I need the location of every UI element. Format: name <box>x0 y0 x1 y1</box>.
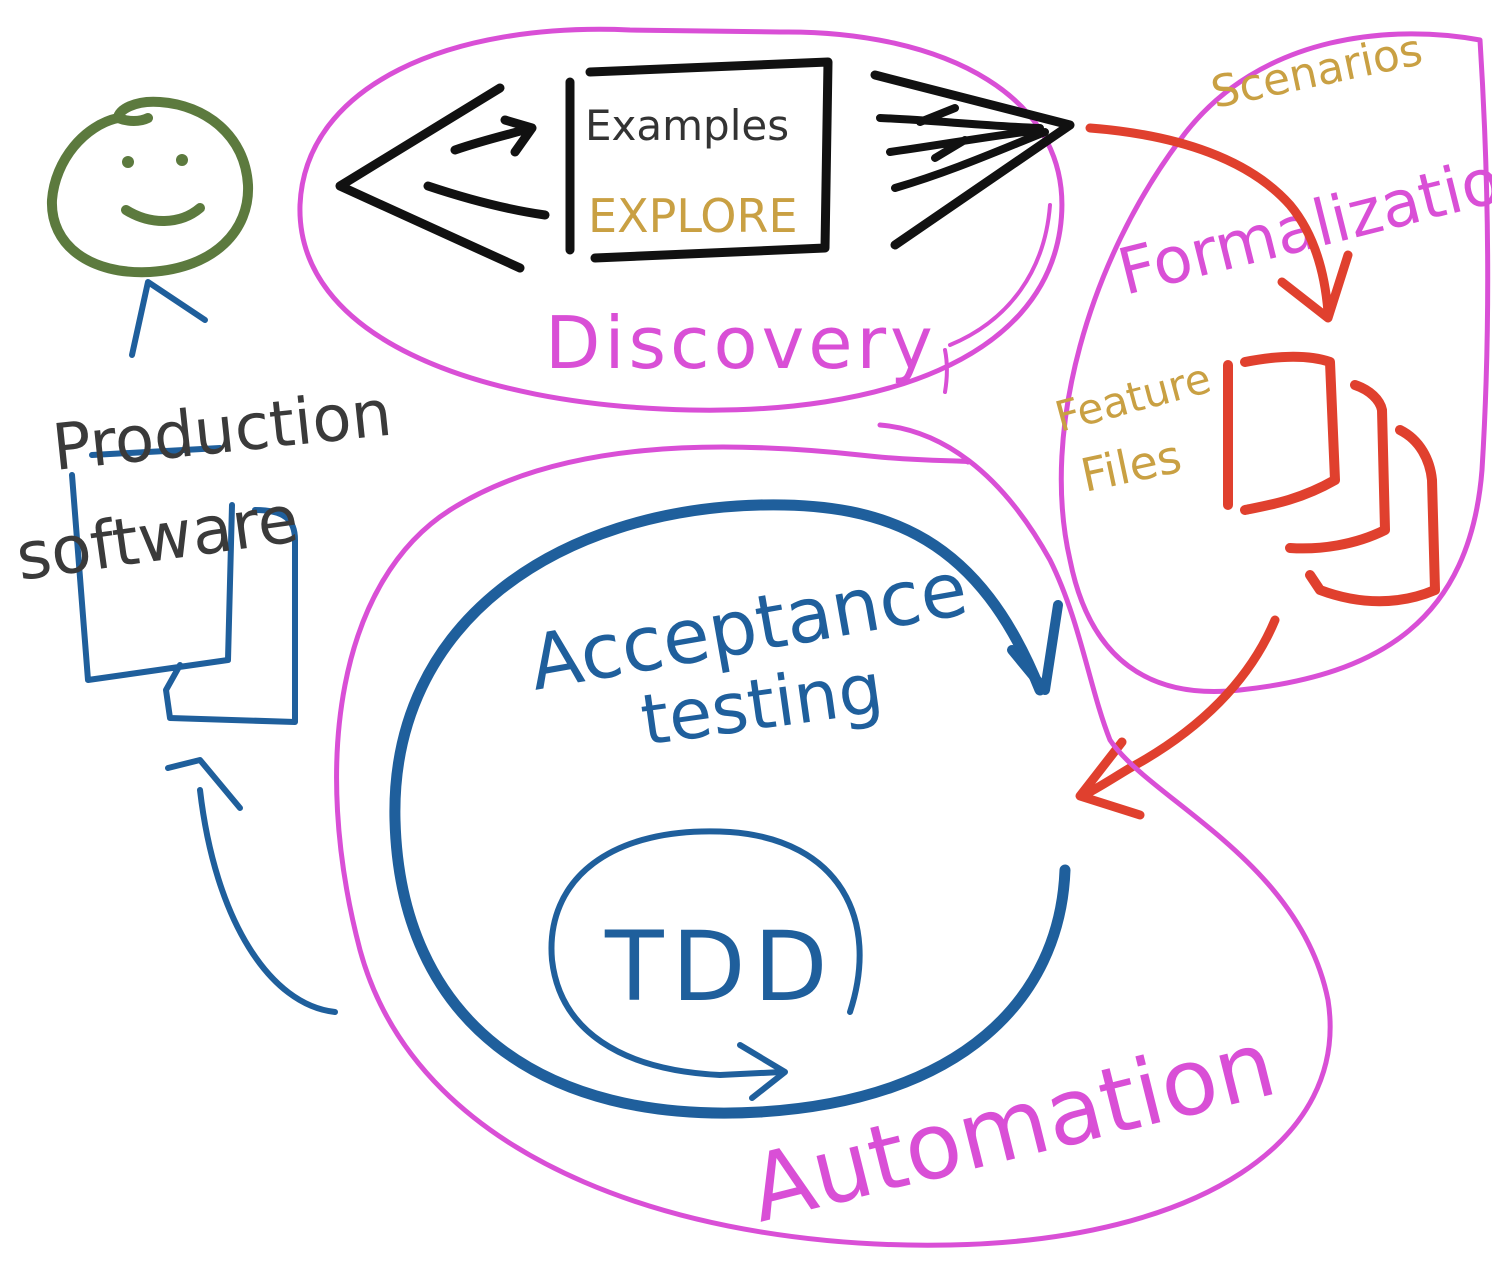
scenarios-label: Scenarios <box>1207 24 1427 118</box>
explore-label: EXPLORE <box>588 189 798 243</box>
left-chevron-shape <box>335 83 525 273</box>
tdd-loop <box>548 828 863 1078</box>
left-inner-arrow-bottom <box>423 181 550 220</box>
production-software-group: Production software <box>12 377 395 725</box>
formalization-outline <box>1058 31 1491 694</box>
automation-label: Automation <box>739 1010 1285 1243</box>
discovery-label: Discovery <box>545 301 937 385</box>
software-document-icon <box>69 445 298 725</box>
production-label: Production <box>49 377 395 486</box>
smiley-face-icon <box>46 96 254 278</box>
examples-label: Examples <box>585 101 789 150</box>
acceptance-loop <box>389 499 1071 1119</box>
tdd-loop-arrowhead <box>737 1042 788 1101</box>
files-label: Files <box>1076 429 1186 503</box>
left-inner-arrow-top <box>450 115 537 157</box>
right-funnel-arrows <box>876 104 1049 192</box>
formalization-to-automation-arrow <box>1075 615 1280 820</box>
automation-group: Acceptance testing TDD Automation <box>334 422 1333 1248</box>
automation-outline <box>334 422 1333 1248</box>
discovery-to-formalization-arrow <box>1085 123 1353 323</box>
software-label: software <box>12 480 303 596</box>
acceptance-loop-arrowhead <box>1007 600 1063 695</box>
automation-to-software-arrow <box>165 757 338 1015</box>
discovery-outline-tail <box>943 203 1052 394</box>
right-funnel-shape <box>870 70 1075 250</box>
software-to-user-arrow <box>129 279 208 358</box>
discovery-group: Examples EXPLORE Discovery <box>297 26 1075 413</box>
document-stack-icon <box>1223 351 1440 607</box>
formalization-group: Scenarios Formalization Feature Files <box>1050 24 1492 820</box>
examples-box <box>565 57 833 263</box>
tdd-label: TDD <box>604 911 835 1023</box>
